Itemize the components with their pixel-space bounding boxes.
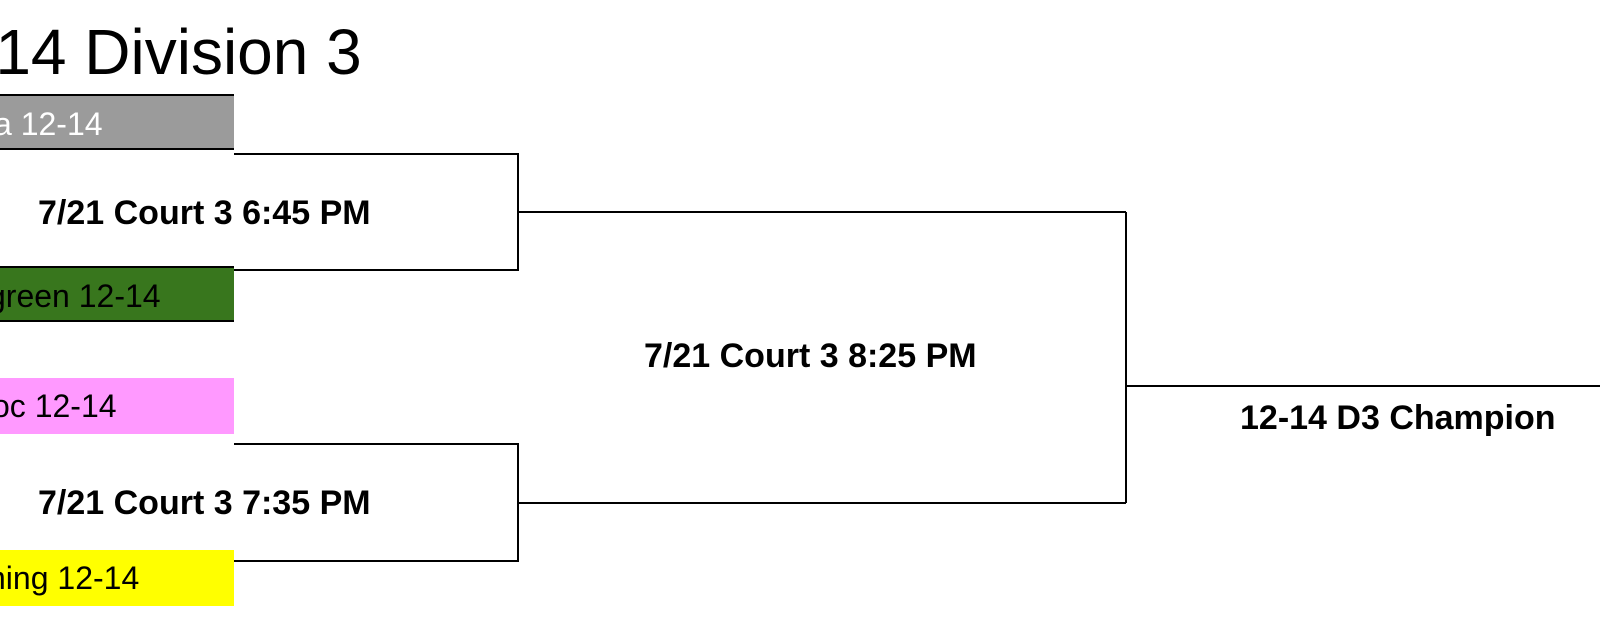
team-name-3: oc 12-14	[0, 388, 117, 424]
bracket-title: -14 Division 3	[0, 16, 362, 88]
team-slot-3: oc 12-14	[0, 378, 234, 434]
team-slot-4: ning 12-14	[0, 550, 234, 606]
game-label-2: 7/21 Court 3 7:35 PM	[38, 484, 371, 522]
team-name-2: green 12-14	[0, 278, 161, 314]
game-label-final: 7/21 Court 3 8:25 PM	[644, 337, 977, 375]
game-label-1: 7/21 Court 3 6:45 PM	[38, 194, 371, 232]
team-slot-1: a 12-14	[0, 94, 234, 150]
champion-label: 12-14 D3 Champion	[1240, 399, 1556, 437]
team-name-1: a 12-14	[0, 106, 103, 142]
team-slot-2: green 12-14	[0, 266, 234, 322]
team-name-4: ning 12-14	[0, 560, 140, 596]
